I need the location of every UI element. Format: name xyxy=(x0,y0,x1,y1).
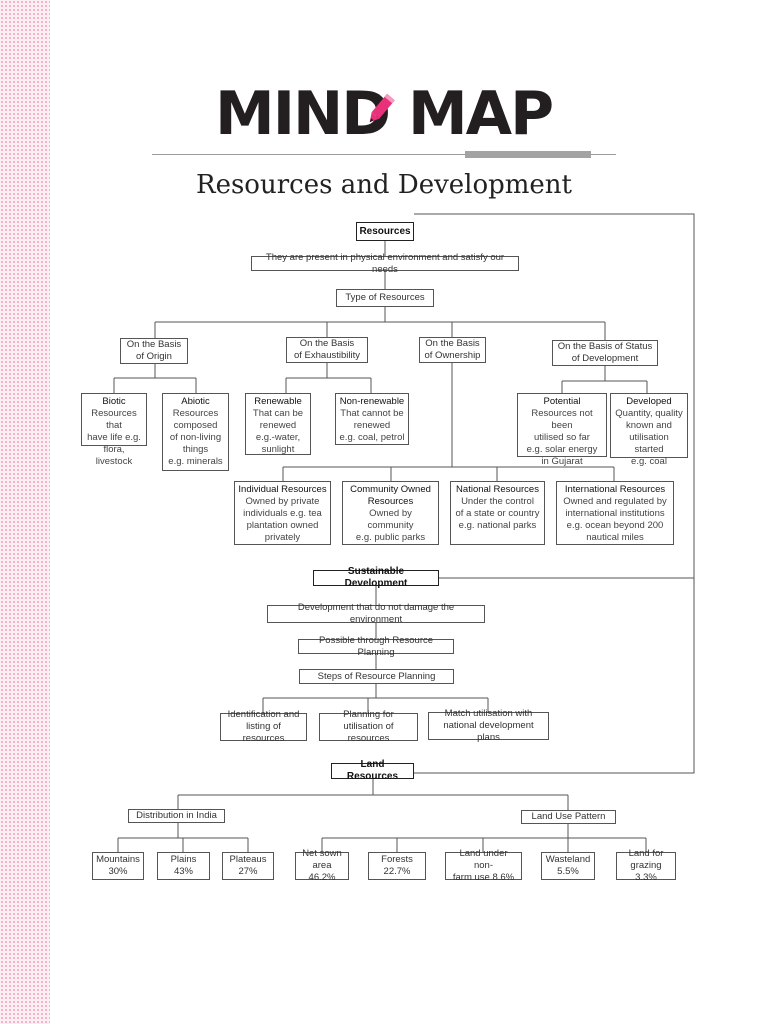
community-resources-text: Owned by community e.g. public parks xyxy=(355,508,426,543)
land-use-grazing: Land for grazing 3.3% xyxy=(616,848,676,883)
mind-map-logo: MIND MAP xyxy=(215,79,554,149)
potential-text: Resources not been utilised so far e.g. … xyxy=(526,408,598,467)
potential-heading: Potential xyxy=(543,396,581,407)
basis-ownership-node: On the Basis of Ownership xyxy=(419,337,486,363)
national-resources-box: National Resources Under the control of … xyxy=(450,481,545,545)
renewable-text: That can be renewed e.g.-water, sunlight xyxy=(252,408,304,455)
developed-text: Quantity, quality known and utilisation … xyxy=(615,408,683,467)
individual-resources-box: Individual Resources Owned by private in… xyxy=(234,481,331,545)
abiotic-text: Resources composed of non-living things … xyxy=(168,408,223,467)
basis-exhaustibility-node: On the Basis of Exhaustibility xyxy=(286,337,368,363)
sustainable-definition: Development that do not damage the envir… xyxy=(267,602,485,625)
non-renewable-text: That cannot be renewed e.g. coal, petrol xyxy=(339,408,405,443)
distribution-mountains: Mountains 30% xyxy=(92,852,144,880)
biotic-box: Biotic Resources that have life e.g. flo… xyxy=(81,393,147,467)
developed-box: Developed Quantity, quality known and ut… xyxy=(610,393,688,467)
international-resources-text: Owned and regulated by international ins… xyxy=(563,496,667,543)
land-resources-node: Land Resources xyxy=(331,759,414,782)
planning-step-match: Match utilisation with national developm… xyxy=(428,708,549,743)
sustainable-development-node: Sustainable Development xyxy=(313,566,439,589)
land-use-pattern-node: Land Use Pattern xyxy=(521,810,616,824)
international-resources-heading: International Resources xyxy=(564,484,666,495)
potential-box: Potential Resources not been utilised so… xyxy=(517,393,607,467)
individual-resources-heading: Individual Resources xyxy=(238,484,327,495)
resources-node: Resources xyxy=(356,222,414,241)
steps-of-planning-node: Steps of Resource Planning xyxy=(299,669,454,684)
non-renewable-heading: Non-renewable xyxy=(339,396,405,407)
land-use-forests: Forests 22.7% xyxy=(368,852,426,880)
individual-resources-text: Owned by private individuals e.g. tea pl… xyxy=(243,496,322,543)
national-resources-text: Under the control of a state or country … xyxy=(455,496,540,531)
title-rule-accent xyxy=(465,151,591,158)
developed-heading: Developed xyxy=(626,396,672,407)
land-use-net-sown: Net sown area 46.2% xyxy=(295,848,349,883)
renewable-box: Renewable That can be renewed e.g.-water… xyxy=(245,393,311,455)
non-renewable-box: Non-renewable That cannot be renewed e.g… xyxy=(335,393,409,445)
distribution-in-india-node: Distribution in India xyxy=(128,809,225,823)
national-resources-heading: National Resources xyxy=(456,484,539,495)
international-resources-box: International Resources Owned and regula… xyxy=(556,481,674,545)
land-use-non-farm: Land under non- farm use 8.6% xyxy=(445,848,522,883)
planning-step-identification: Identification and listing of resources xyxy=(220,709,307,744)
biotic-text: Resources that have life e.g. flora, liv… xyxy=(87,408,141,467)
community-resources-box: Community Owned Resources Owned by commu… xyxy=(342,481,439,545)
dotted-margin-strip xyxy=(0,0,50,1024)
land-use-wasteland: Wasteland 5.5% xyxy=(541,852,595,880)
abiotic-heading: Abiotic xyxy=(181,396,210,407)
distribution-plains: Plains 43% xyxy=(157,852,210,880)
renewable-heading: Renewable xyxy=(254,396,302,407)
abiotic-box: Abiotic Resources composed of non-living… xyxy=(162,393,229,471)
distribution-plateaus: Plateaus 27% xyxy=(222,852,274,880)
community-resources-heading: Community Owned Resources xyxy=(350,484,431,507)
pencil-icon xyxy=(369,93,395,123)
title-rule xyxy=(152,154,616,155)
basis-status-node: On the Basis of Status of Development xyxy=(552,340,658,366)
resource-planning-node: Possible through Resource Planning xyxy=(298,635,454,658)
biotic-heading: Biotic xyxy=(102,396,126,407)
page-title: Resources and Development xyxy=(196,170,572,200)
type-of-resources-node: Type of Resources xyxy=(336,289,434,307)
resources-definition: They are present in physical environment… xyxy=(251,252,519,275)
planning-step-planning: Planning for utilisation of resources xyxy=(319,709,418,744)
basis-origin-node: On the Basis of Origin xyxy=(120,338,188,364)
